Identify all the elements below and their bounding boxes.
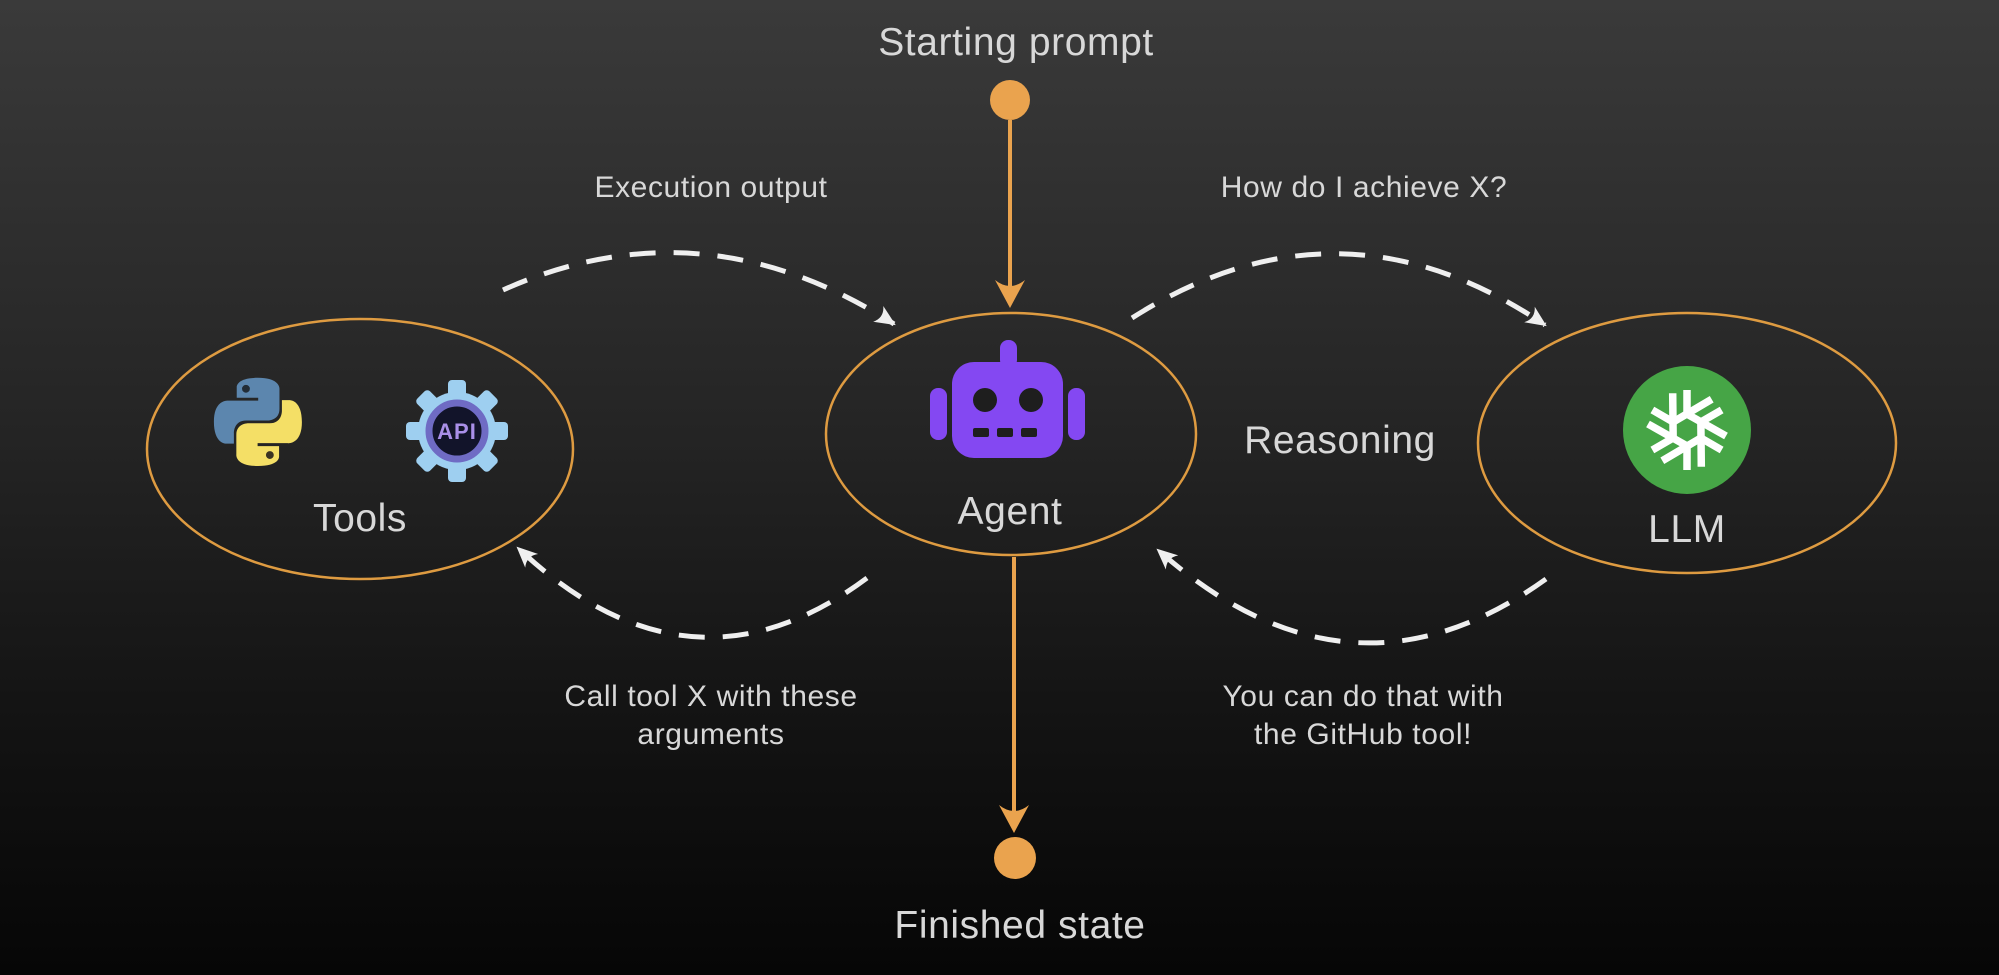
agent-label: Agent [957, 490, 1063, 533]
starting-prompt-label: Starting prompt [878, 21, 1154, 64]
agent-ellipse [824, 311, 1198, 557]
start-arrow-head [995, 280, 1025, 308]
execution-output-label: Execution output [594, 171, 828, 204]
gear-center [425, 399, 489, 463]
call-tool-label: Call tool X with these arguments [564, 680, 858, 751]
llm-label: LLM [1648, 508, 1726, 551]
api-gear-icon: API [406, 380, 508, 482]
python-eye-top [242, 384, 250, 393]
robot-ear-right [1068, 388, 1085, 440]
finish-arrow-head [999, 805, 1029, 833]
start-state-dot [990, 80, 1030, 120]
robot-mouth [973, 428, 1037, 437]
finish-state-dot [994, 837, 1036, 879]
tools-ellipse [145, 317, 575, 581]
robot-eye-right [1019, 388, 1043, 412]
robot-ear-left [930, 388, 947, 440]
python-eye-bottom [265, 451, 274, 459]
robot-icon [930, 340, 1085, 458]
openai-knot [1646, 390, 1728, 470]
arc-llm-to-agent [1156, 548, 1548, 646]
how-achieve-label: How do I achieve X? [1220, 171, 1508, 204]
robot-antenna [1000, 340, 1017, 368]
api-icon-label: API [437, 419, 477, 444]
openai-icon [1623, 366, 1751, 494]
arc-tools-to-agent [501, 250, 896, 327]
reasoning-label: Reasoning [1244, 419, 1436, 462]
llm-answer-label: You can do that with the GitHub tool! [1222, 680, 1504, 751]
robot-eye-left [973, 388, 997, 412]
python-icon [213, 377, 302, 466]
llm-ellipse [1476, 311, 1898, 575]
finished-state-label: Finished state [894, 904, 1146, 947]
arc-agent-to-llm [1130, 251, 1547, 328]
robot-head [952, 362, 1063, 458]
tools-label: Tools [312, 497, 408, 540]
arc-agent-to-tools [516, 546, 869, 640]
